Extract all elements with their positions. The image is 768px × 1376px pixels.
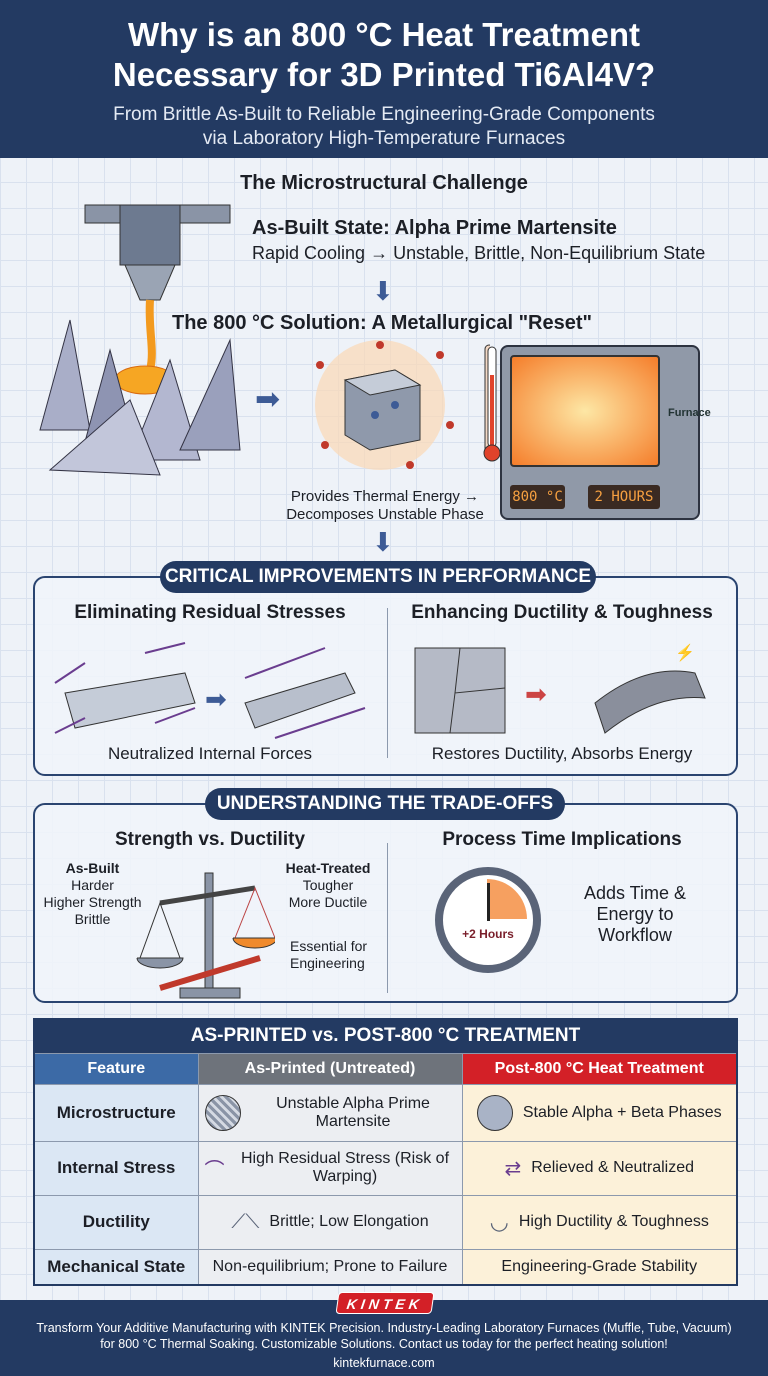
arrow-down-icon: ⬇ — [372, 527, 394, 557]
feature-cell: Mechanical State — [33, 1248, 199, 1286]
svg-text:➡: ➡ — [525, 679, 547, 709]
heat-treated-label: Heat-Treated — [285, 860, 371, 876]
comparison-table: AS-PRINTED vs. POST-800 °C TREATMENT Fea… — [33, 1018, 738, 1286]
caption-line2: Decomposes Unstable Phase — [286, 506, 484, 523]
improvement-right-title: Enhancing Ductility & Toughness — [411, 602, 713, 623]
arrow-down-icon: ⬇ — [372, 276, 394, 306]
stress-relief-bars-icon: ➡ — [54, 642, 366, 739]
furnace-label: Furnace — [668, 407, 711, 419]
note-line: Workflow — [598, 925, 672, 945]
header-post: Post-800 °C Heat Treatment — [461, 1052, 738, 1085]
caption-line1: Provides Thermal Energy → — [290, 488, 480, 505]
tradeoffs-title: UNDERSTANDING THE TRADE-OFFS — [205, 788, 565, 820]
as-built-label: As-Built — [65, 860, 120, 876]
subtitle-line2: via Laboratory High-Temperature Furnaces — [202, 128, 566, 149]
bent-bar-icon: ◡ — [489, 1209, 509, 1234]
balance-scale-icon — [136, 872, 275, 999]
solution-caption: Provides Thermal Energy →Decomposes Unst… — [280, 488, 490, 524]
as-printed-cell: Non-equilibrium; Prone to Failure — [197, 1248, 463, 1286]
ductility-blocks-icon: ➡ ⚡ — [414, 643, 706, 734]
improvements-title: CRITICAL IMPROVEMENTS IN PERFORMANCE — [160, 561, 596, 593]
subtitle-line1: From Brittle As-Built to Reliable Engine… — [113, 104, 655, 125]
as-printed-cell: Brittle; Low Elongation — [269, 1213, 429, 1230]
flat-bar-icon: ⇄ — [504, 1157, 522, 1180]
arrow-right-icon: ➡ — [255, 383, 281, 416]
note-line: Energy to — [596, 904, 674, 924]
footer-line2: for 800 °C Thermal Soaking. Customizable… — [100, 1337, 668, 1351]
title-line2: Necessary for 3D Printed Ti6Al4V? — [112, 56, 656, 93]
note-line: Adds Time & — [583, 883, 687, 903]
note-line: Engineering — [290, 955, 365, 971]
kintek-logo: KINTEK — [335, 1292, 435, 1314]
solution-title: The 800 °C Solution: A Metallurgical "Re… — [172, 312, 592, 334]
as-built-subtitle: Rapid Cooling → Unstable, Brittle, Non-E… — [252, 243, 706, 263]
post-cell: Engineering-Grade Stability — [461, 1248, 738, 1286]
challenge-title: The Microstructural Challenge — [240, 172, 528, 194]
post-cell: Stable Alpha + Beta Phases — [522, 1103, 722, 1121]
svg-text:➡: ➡ — [205, 684, 227, 714]
feature-cell: Ductility — [33, 1194, 199, 1250]
clock-icon: +2 Hours — [435, 867, 541, 973]
prop: Harder — [71, 877, 114, 893]
prop: Higher Strength — [43, 894, 142, 910]
table-row: Microstructure Unstable Alpha Prime Mart… — [33, 1083, 738, 1142]
furnace: Furnace 800 °C 2 HOURS — [500, 345, 711, 520]
printer-nozzle-crystals-icon — [39, 204, 241, 476]
atom-cube-icon — [315, 340, 490, 470]
warped-bar-icon: ⌒ — [204, 1159, 225, 1182]
improvement-left-title: Eliminating Residual Stresses — [74, 602, 346, 623]
table-row: Internal Stress ⌒ High Residual Stress (R… — [33, 1140, 738, 1196]
post-cell: Relieved & Neutralized — [531, 1159, 694, 1176]
post-cell: High Ductility & Toughness — [518, 1213, 709, 1230]
table-title: AS-PRINTED vs. POST-800 °C TREATMENT — [33, 1018, 738, 1054]
broken-bar-icon: ⟋⟍ — [231, 1210, 260, 1233]
improvement-left-caption: Neutralized Internal Forces — [107, 744, 313, 763]
feature-cell: Microstructure — [33, 1083, 199, 1142]
as-built-title: As-Built State: Alpha Prime Martensite — [252, 217, 617, 239]
furnace-temp-display: 800 °C — [510, 485, 565, 509]
header-as-printed: As-Printed (Untreated) — [197, 1052, 463, 1085]
table-row: Mechanical State Non-equilibrium; Prone … — [33, 1248, 738, 1286]
footer-line1: Transform Your Additive Manufacturing wi… — [36, 1321, 732, 1335]
prop: Brittle — [74, 911, 111, 927]
clock-label: +2 Hours — [462, 927, 514, 941]
prop: Tougher — [302, 877, 354, 893]
thermometer-icon — [483, 346, 501, 462]
furnace-time-display: 2 HOURS — [588, 485, 660, 509]
martensite-icon — [204, 1094, 241, 1131]
feature-cell: Internal Stress — [33, 1140, 199, 1196]
prop: More Ductile — [288, 894, 368, 910]
improvements-panel: Eliminating Residual Stresses ➡ Neutrali… — [33, 576, 738, 776]
as-printed-cell: Unstable Alpha Prime Martensite — [276, 1094, 430, 1130]
tradeoff-right-title: Process Time Implications — [442, 829, 682, 850]
svg-text:⚡: ⚡ — [675, 643, 695, 662]
tradeoff-left-title: Strength vs. Ductility — [114, 829, 306, 850]
table-row: Ductility ⟋⟍ Brittle; Low Elongation ◡ Hig… — [33, 1194, 738, 1250]
footer-url[interactable]: kintekfurnace.com — [333, 1356, 435, 1370]
header-feature: Feature — [33, 1052, 199, 1085]
grain-structure-icon — [476, 1094, 513, 1131]
as-printed-cell: High Residual Stress (Risk of Warping) — [240, 1150, 450, 1185]
improvement-right-caption: Restores Ductility, Absorbs Energy — [431, 744, 693, 763]
title-line1: Why is an 800 °C Heat Treatment — [127, 16, 641, 53]
note-line: Essential for — [290, 938, 368, 954]
